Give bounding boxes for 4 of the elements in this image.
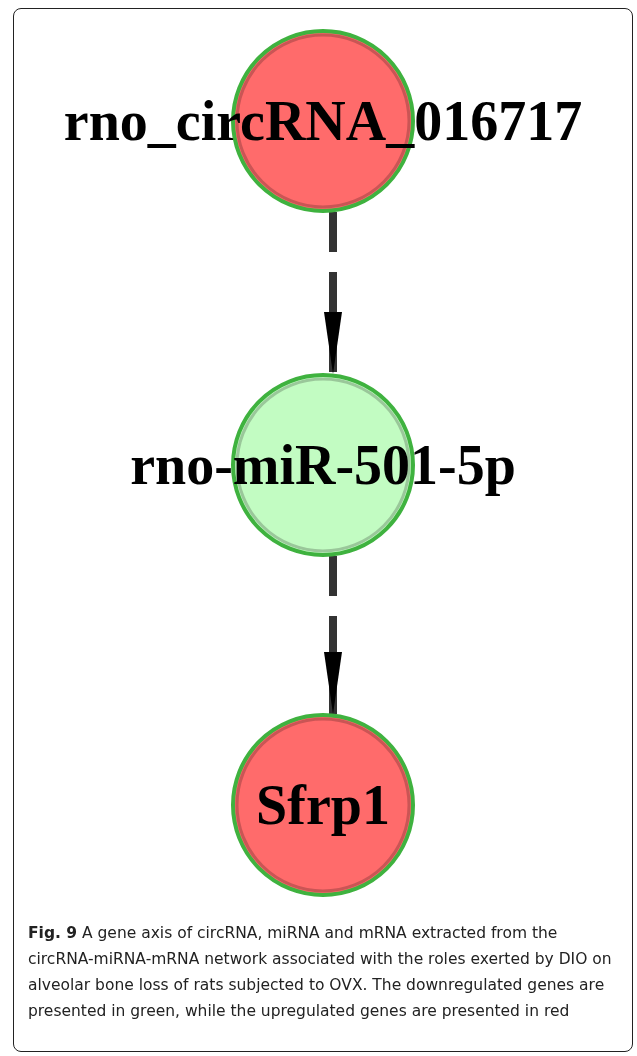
arrow: [324, 212, 342, 374]
gene-label: Sfrp1: [256, 773, 390, 838]
arrow: [324, 556, 342, 714]
figure-caption: Fig. 9 A gene axis of circRNA, miRNA and mRNA extracted from the circRNA-miRNA-mRNA network associated with the roles exerted by DIO on alveolar bone loss of rats subjected to OVX. The downregulated genes are presented in green, while the upregulated genes are presented in red: [28, 923, 613, 1022]
